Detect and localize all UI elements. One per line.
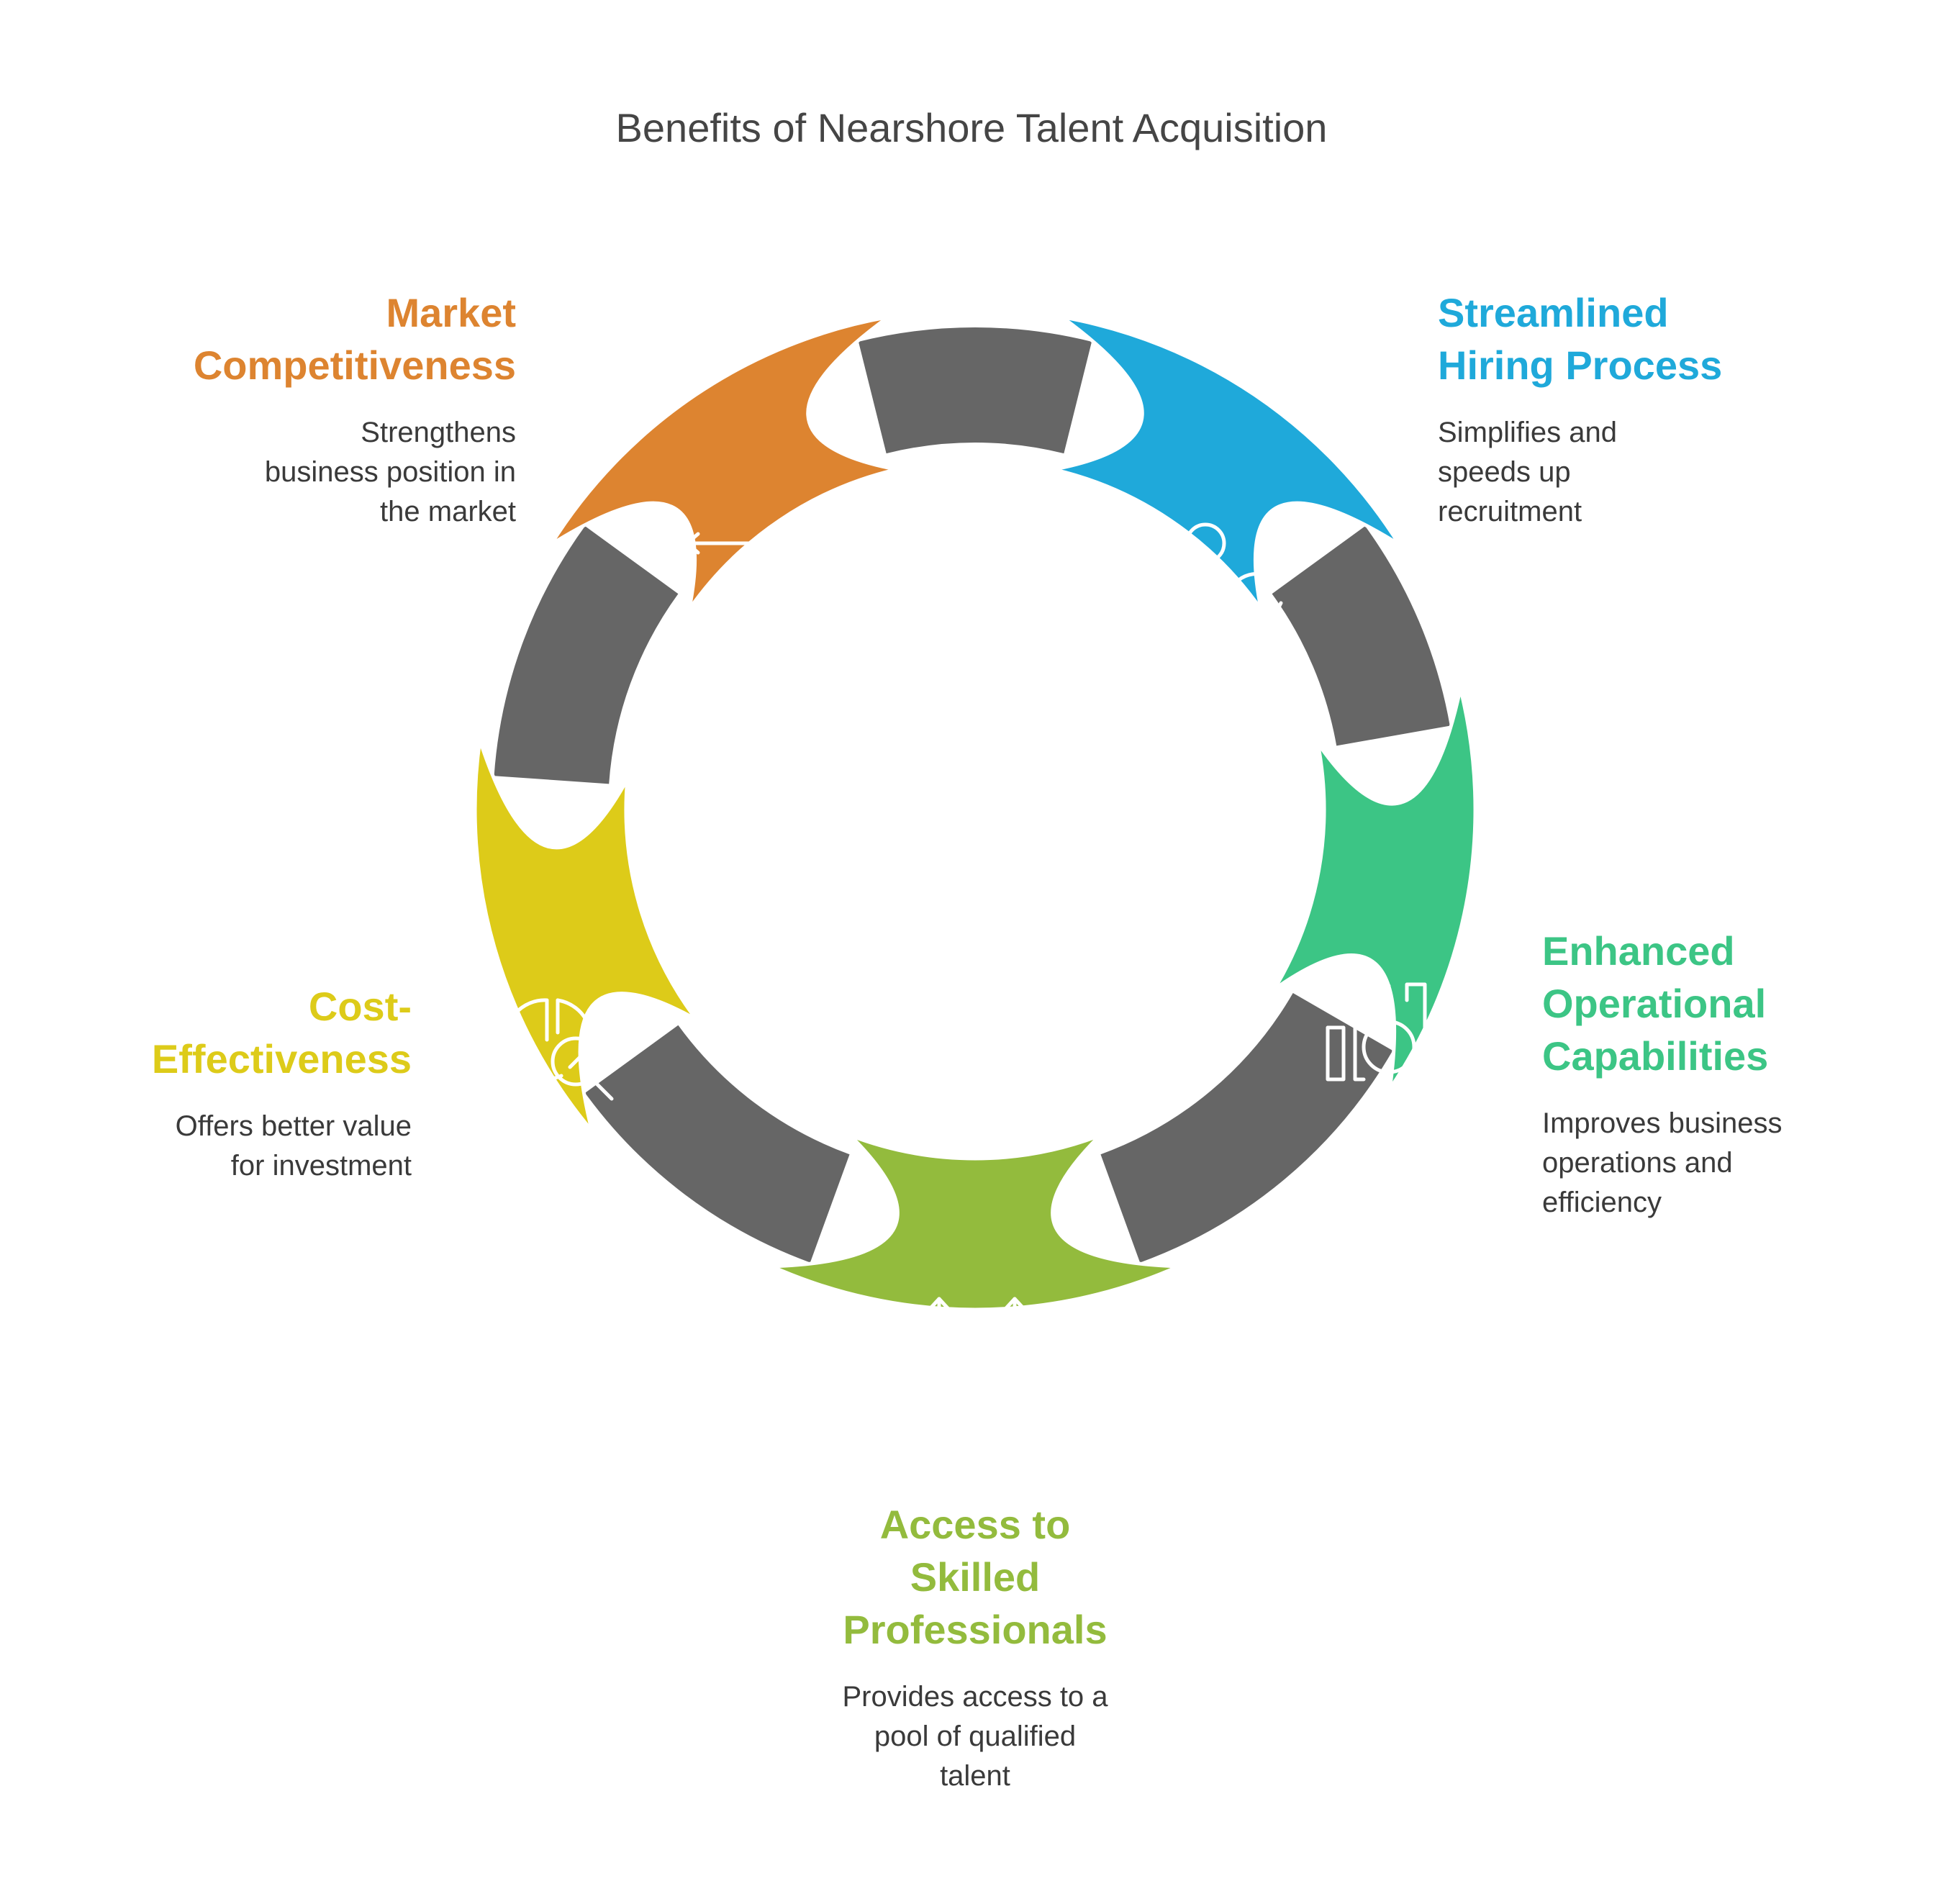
label-cost-title: Cost- Effectiveness <box>151 984 412 1082</box>
label-hiring: Streamlined Hiring Process Simplifies an… <box>1438 286 1841 532</box>
segment-market <box>549 315 897 639</box>
ring-arc-bottom-right <box>1100 992 1393 1263</box>
ring-arcs <box>494 327 1450 1263</box>
user-refresh-icon <box>1167 522 1283 625</box>
ring-arc-left <box>494 526 679 785</box>
label-cost-description: Offers better value for investment <box>175 1110 412 1182</box>
label-hiring-description: Simplifies and speeds up recruitment <box>1438 417 1618 527</box>
label-operational-description: Improves business operations and efficie… <box>1542 1107 1783 1218</box>
segment-skilled <box>771 1133 1179 1402</box>
label-cost: Cost- Effectiveness Offers better value … <box>9 980 412 1186</box>
segment-hiring <box>1053 315 1401 625</box>
label-skilled-description: Provides access to a pool of qualified t… <box>842 1681 1108 1792</box>
page-title: Benefits of Nearshore Talent Acquisition <box>615 105 1328 150</box>
ring-arc-right <box>1271 526 1450 747</box>
label-skilled-title: Access to Skilled Professionals <box>843 1502 1108 1652</box>
label-market: Market Competitiveness Strengthens busin… <box>113 286 516 532</box>
label-hiring-title: Streamlined Hiring Process <box>1438 290 1723 388</box>
label-market-title: Market Competitiveness <box>193 290 516 388</box>
segment-operational <box>1272 688 1477 1090</box>
segment-cost <box>473 739 698 1133</box>
chart-search-icon <box>1326 982 1427 1087</box>
pie-search-icon <box>503 998 614 1101</box>
label-operational: Enhanced Operational Capabilities Improv… <box>1542 925 1943 1223</box>
segment-cost-shape <box>473 739 698 1133</box>
ring-arc-bottom-left <box>584 1024 851 1263</box>
label-operational-title: Enhanced Operational Capabilities <box>1542 928 1769 1079</box>
segment-market-shape <box>549 315 897 611</box>
label-market-description: Strengthens business position in the mar… <box>264 417 516 527</box>
building-growth-icon <box>669 532 783 639</box>
label-skilled: Access to Skilled Professionals Provides… <box>774 1498 1177 1796</box>
worker-growth-icon <box>928 1297 1025 1402</box>
ring-arc-top <box>858 327 1092 454</box>
